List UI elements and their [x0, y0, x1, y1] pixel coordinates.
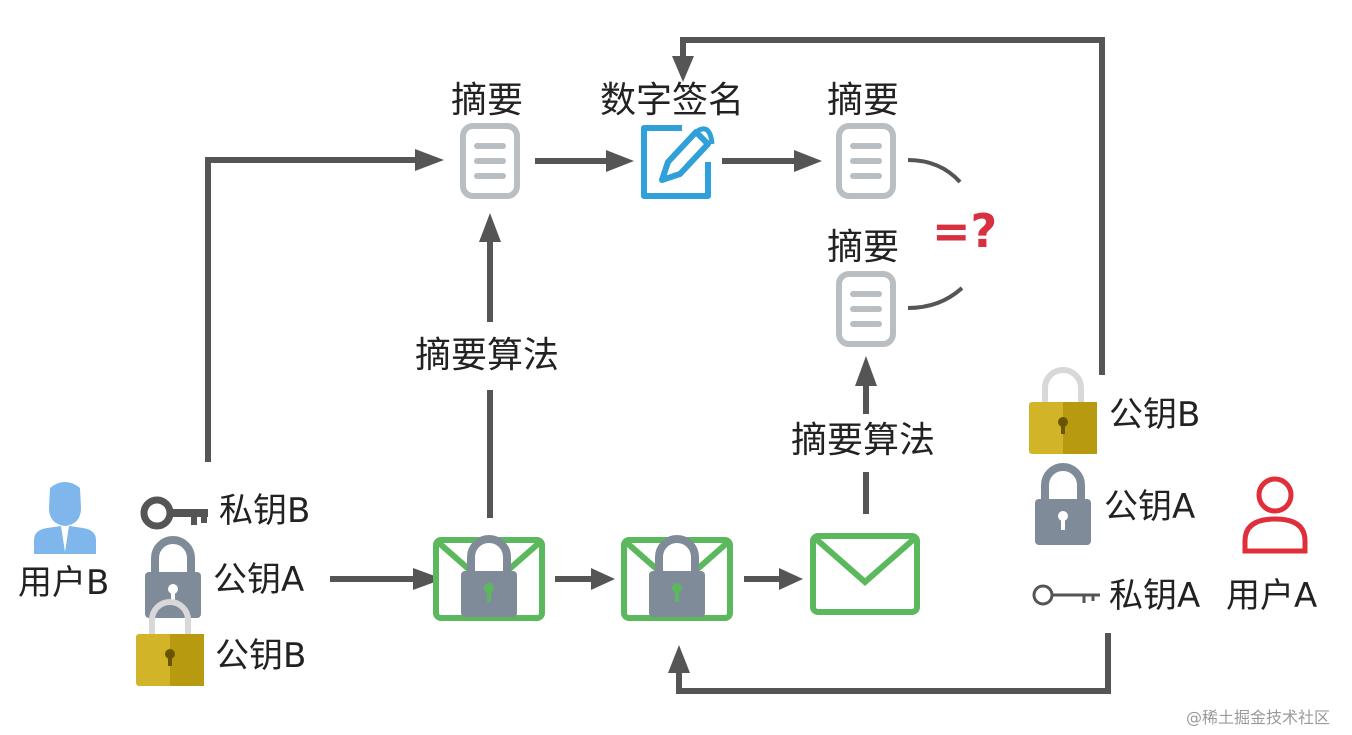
user-a-public-key-b-label: 公钥B	[1109, 395, 1201, 435]
connector-lines	[205, 37, 1111, 694]
algorithm-label-left: 摘要算法	[415, 335, 560, 376]
signature-pen-icon	[641, 125, 715, 199]
public-key-a-lock-icon	[145, 540, 201, 618]
arrow-heads	[413, 56, 877, 673]
digest-label-right: 摘要	[827, 80, 900, 121]
digest-document-icon	[839, 274, 893, 344]
watermark: @稀土掘金技术社区	[1186, 708, 1331, 727]
encrypted-envelope-icon	[621, 539, 733, 621]
user-b-name: 用户B	[18, 563, 110, 603]
plain-envelope-icon	[810, 533, 920, 615]
user-b-public-key-a-label: 公钥A	[213, 560, 305, 600]
user-a-private-key-label: 私钥A	[1109, 576, 1201, 616]
user-b-private-key-label: 私钥B	[219, 491, 311, 531]
public-key-a-lock-icon	[1035, 467, 1091, 545]
user-b-public-key-b-label: 公钥B	[215, 636, 307, 676]
user-a-name: 用户A	[1226, 576, 1318, 616]
user-a-public-key-a-label: 公钥A	[1104, 487, 1196, 527]
algorithm-label-right: 摘要算法	[791, 420, 936, 461]
compare-symbol: =?	[932, 204, 998, 258]
public-key-b-lock-icon	[1029, 370, 1097, 454]
digest-label-left: 摘要	[451, 80, 524, 121]
compare-brackets	[907, 158, 964, 310]
private-key-a-icon	[1032, 584, 1100, 606]
digest-document-icon	[839, 126, 893, 196]
private-key-b-icon	[140, 496, 208, 530]
signature-label: 数字签名	[600, 80, 745, 121]
user-a-avatar-icon	[1242, 476, 1308, 554]
digest-document-icon	[463, 126, 517, 196]
user-b-avatar-icon	[34, 482, 96, 554]
digest-label-lower: 摘要	[827, 227, 900, 268]
encrypted-envelope-icon	[433, 539, 545, 621]
